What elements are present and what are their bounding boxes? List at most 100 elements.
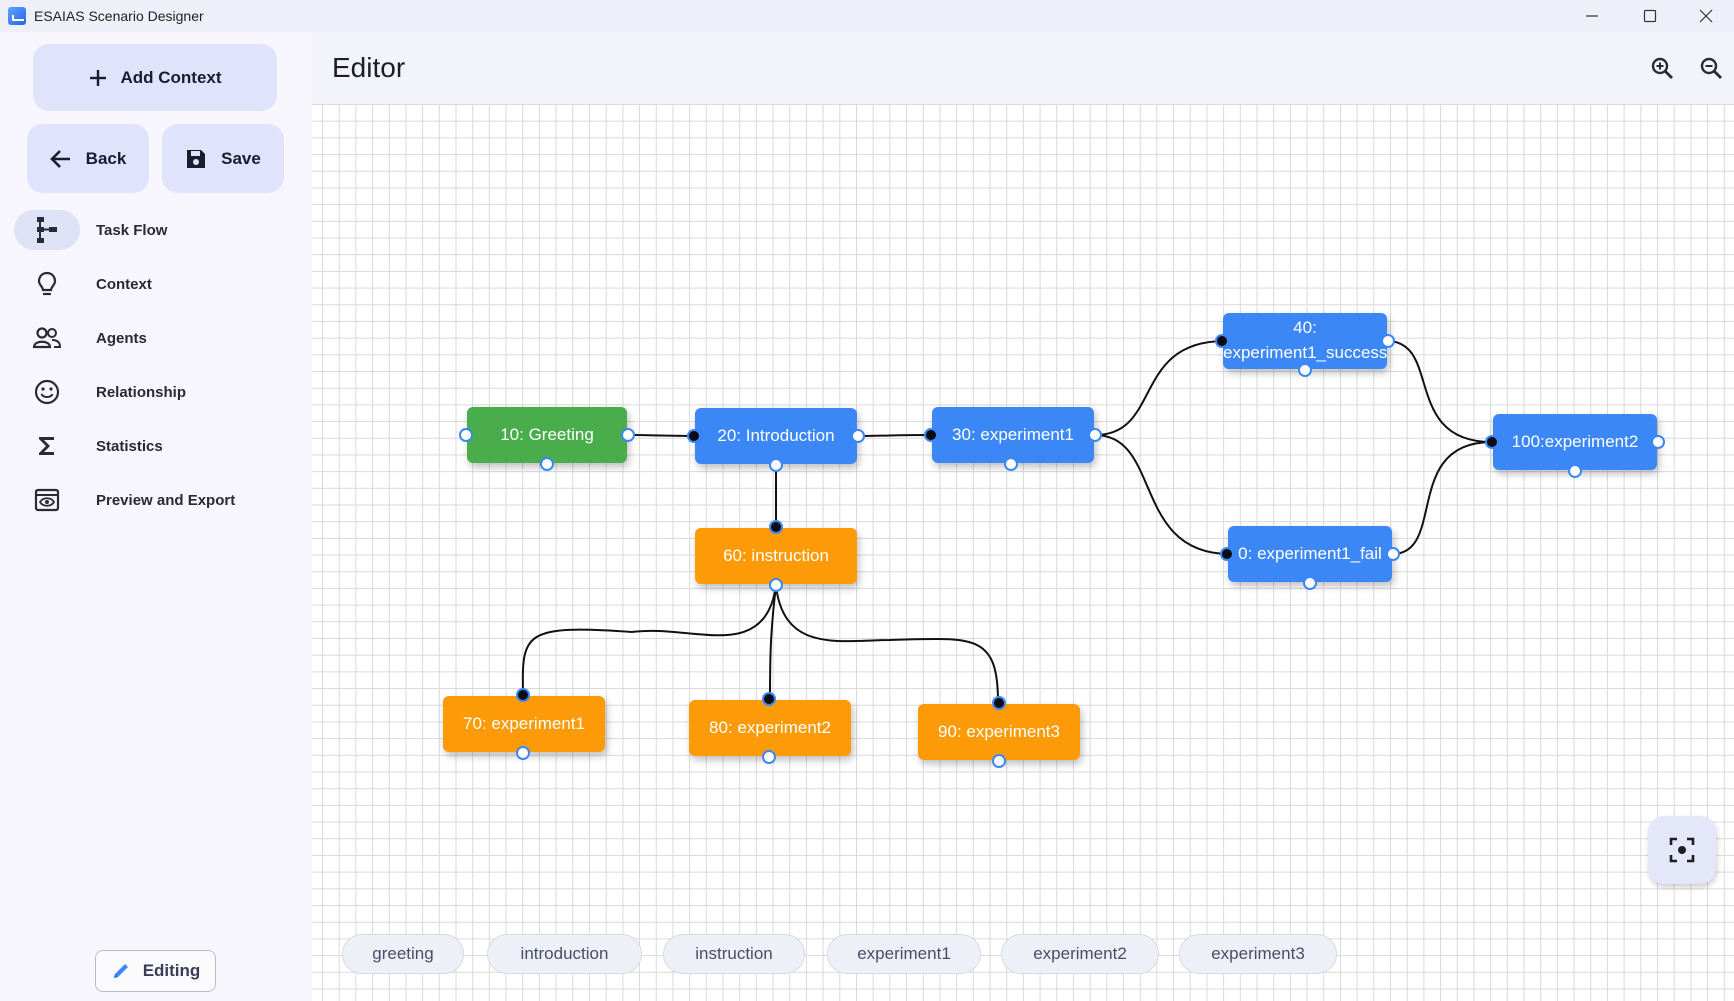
sidebar-item-label: Statistics bbox=[96, 437, 163, 455]
sidebar-item-label: Agents bbox=[96, 329, 147, 347]
flow-node-introduction[interactable]: 20: Introduction bbox=[687, 408, 865, 472]
edge-introduction-experiment1 bbox=[857, 434, 933, 437]
flow-node-experiment2[interactable]: 100:experiment2 bbox=[1485, 414, 1665, 478]
node-bottom-port[interactable] bbox=[1303, 576, 1317, 590]
edge-experiment1-success bbox=[1094, 340, 1226, 436]
flow-node-exp80[interactable]: 80: experiment2 bbox=[689, 692, 851, 764]
add-context-label: Add Context bbox=[120, 67, 222, 87]
back-label: Back bbox=[85, 148, 127, 168]
sidebar-item-task-flow[interactable]: Task Flow bbox=[14, 210, 294, 250]
edge-layer bbox=[521, 340, 1493, 703]
maximize-button[interactable] bbox=[1624, 0, 1676, 32]
tag-chip-instruction[interactable]: instruction bbox=[663, 934, 805, 974]
sidebar-item-statistics[interactable]: Statistics bbox=[14, 426, 294, 466]
node-output-port[interactable] bbox=[1381, 334, 1395, 348]
node-bottom-port[interactable] bbox=[992, 754, 1006, 768]
sidebar-item-context[interactable]: Context bbox=[14, 264, 294, 304]
back-button[interactable]: Back bbox=[27, 124, 149, 193]
lightbulb-icon bbox=[14, 264, 80, 304]
node-output-port[interactable] bbox=[1088, 428, 1102, 442]
flow-node-exp90[interactable]: 90: experiment3 bbox=[918, 696, 1080, 768]
flow-node-exp70[interactable]: 70: experiment1 bbox=[443, 688, 605, 760]
node-input-port[interactable] bbox=[687, 429, 701, 443]
node-output-port[interactable] bbox=[1386, 547, 1400, 561]
arrow-left-icon bbox=[49, 149, 70, 168]
edge-instruction-exp80 bbox=[769, 585, 777, 699]
save-button[interactable]: Save bbox=[162, 124, 284, 193]
node-top-port[interactable] bbox=[516, 688, 530, 702]
node-output-port[interactable] bbox=[621, 428, 635, 442]
flow-node-experiment1-fail[interactable]: 0: experiment1_fail bbox=[1220, 526, 1400, 590]
node-bottom-port[interactable] bbox=[1298, 363, 1312, 377]
title-bar: ESAIAS Scenario Designer bbox=[0, 0, 1734, 32]
tag-chip-greeting[interactable]: greeting bbox=[342, 934, 464, 974]
flow-node-experiment1[interactable]: 30: experiment1 bbox=[924, 407, 1102, 471]
sidebar-item-agents[interactable]: Agents bbox=[14, 318, 294, 358]
tag-chip-experiment2[interactable]: experiment2 bbox=[1001, 934, 1159, 974]
fit-view-button[interactable] bbox=[1648, 816, 1716, 884]
sidebar-item-label: Context bbox=[96, 275, 152, 293]
people-icon bbox=[14, 318, 80, 358]
minimize-button[interactable] bbox=[1566, 0, 1618, 32]
node-bottom-port[interactable] bbox=[769, 458, 783, 472]
edge-instruction-exp90 bbox=[775, 585, 999, 703]
node-bottom-port[interactable] bbox=[762, 750, 776, 764]
edge-fail-experiment2 bbox=[1391, 441, 1493, 555]
edge-success-experiment2 bbox=[1386, 340, 1493, 443]
zoom-in-button[interactable] bbox=[1646, 52, 1678, 84]
flow-canvas[interactable]: 10: Greeting 20: Introduction 30: experi… bbox=[312, 104, 1734, 1001]
floppy-disk-icon bbox=[187, 149, 206, 168]
node-top-port[interactable] bbox=[769, 520, 783, 534]
flow-icon bbox=[14, 210, 80, 250]
editing-toggle-button[interactable]: Editing bbox=[95, 950, 216, 992]
sigma-icon bbox=[14, 426, 80, 466]
smiley-icon bbox=[14, 372, 80, 412]
node-bottom-port[interactable] bbox=[516, 746, 530, 760]
node-input-port[interactable] bbox=[1215, 334, 1229, 348]
close-icon bbox=[1699, 9, 1713, 23]
page-title: Editor bbox=[332, 52, 406, 83]
node-output-port[interactable] bbox=[1651, 435, 1665, 449]
node-bottom-port[interactable] bbox=[1568, 464, 1582, 478]
zoom-out-button[interactable] bbox=[1695, 52, 1727, 84]
focus-icon bbox=[1669, 837, 1695, 863]
plus-icon bbox=[90, 69, 107, 86]
sidebar: Add Context Back Save Task Flow Context … bbox=[0, 32, 312, 1001]
node-top-port[interactable] bbox=[762, 692, 776, 706]
node-bottom-port[interactable] bbox=[540, 457, 554, 471]
edge-instruction-exp70 bbox=[521, 585, 777, 695]
sidebar-item-label: Task Flow bbox=[96, 221, 168, 239]
tag-chip-experiment3[interactable]: experiment3 bbox=[1179, 934, 1337, 974]
sidebar-item-label: Preview and Export bbox=[96, 491, 236, 509]
minimize-icon bbox=[1586, 15, 1598, 17]
save-label: Save bbox=[221, 148, 261, 168]
node-input-port[interactable] bbox=[459, 428, 473, 442]
node-bottom-port[interactable] bbox=[1004, 457, 1018, 471]
add-context-button[interactable]: Add Context bbox=[33, 44, 277, 111]
tag-chip-experiment1[interactable]: experiment1 bbox=[827, 934, 981, 974]
eye-icon bbox=[14, 480, 80, 520]
edge-experiment1-fail bbox=[1094, 434, 1231, 555]
flow-node-instruction[interactable]: 60: instruction bbox=[695, 520, 857, 592]
node-input-port[interactable] bbox=[1220, 547, 1234, 561]
node-input-port[interactable] bbox=[924, 428, 938, 442]
node-output-port[interactable] bbox=[851, 429, 865, 443]
pencil-icon bbox=[113, 964, 128, 978]
edge-greeting-introduction bbox=[626, 434, 696, 437]
sidebar-item-label: Relationship bbox=[96, 383, 187, 401]
sidebar-item-relationship[interactable]: Relationship bbox=[14, 372, 294, 412]
sidebar-item-preview-export[interactable]: Preview and Export bbox=[14, 480, 294, 520]
maximize-icon bbox=[1643, 9, 1657, 23]
app-icon bbox=[8, 7, 26, 25]
window-title: ESAIAS Scenario Designer bbox=[34, 8, 204, 24]
close-button[interactable] bbox=[1680, 0, 1732, 32]
tag-chip-introduction[interactable]: introduction bbox=[487, 934, 642, 974]
zoom-out-icon bbox=[1700, 57, 1722, 79]
node-bottom-port[interactable] bbox=[769, 578, 783, 592]
node-input-port[interactable] bbox=[1485, 435, 1499, 449]
flow-node-greeting[interactable]: 10: Greeting bbox=[459, 407, 635, 471]
flow-node-experiment1-success[interactable]: 40: experiment1_success bbox=[1215, 313, 1395, 377]
editing-label: Editing bbox=[142, 961, 201, 980]
node-top-port[interactable] bbox=[992, 696, 1006, 710]
zoom-in-icon bbox=[1651, 57, 1673, 79]
